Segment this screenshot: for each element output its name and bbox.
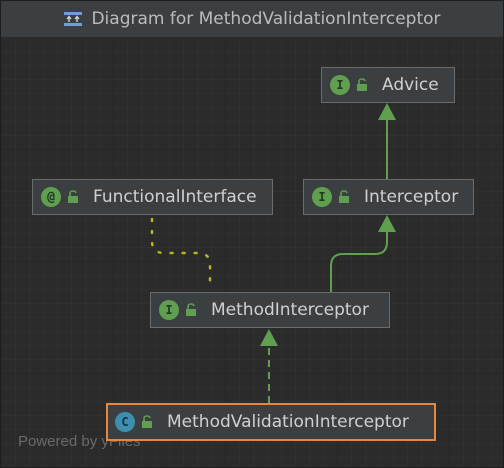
arrowhead-methodinterceptor (260, 329, 278, 346)
edge-annotation-functional (150, 217, 212, 289)
arrowhead-advice (378, 103, 396, 120)
node-label-functional-interface: FunctionalInterface (93, 187, 257, 207)
interface-badge-icon: I (312, 187, 332, 207)
unlock-icon (68, 190, 78, 203)
interface-badge-icon: I (159, 300, 179, 320)
node-label-method-interceptor: MethodInterceptor (211, 300, 369, 320)
node-method-validation-interceptor[interactable]: C MethodValidationInterceptor (106, 403, 436, 441)
node-label-advice: Advice (382, 75, 439, 95)
diagram-icon (64, 12, 83, 26)
title-bar: Diagram for MethodValidationInterceptor (1, 1, 503, 38)
node-advice[interactable]: I Advice (321, 67, 455, 103)
unlock-icon (142, 415, 152, 428)
unlock-icon (339, 190, 349, 203)
edge-methodinterceptor-interceptor (330, 229, 388, 292)
node-interceptor[interactable]: I Interceptor (303, 179, 474, 215)
node-method-interceptor[interactable]: I MethodInterceptor (150, 292, 390, 328)
window-title: Diagram for MethodValidationInterceptor (91, 9, 441, 29)
node-functional-interface[interactable]: @ FunctionalInterface (32, 179, 273, 215)
node-label-method-validation-interceptor: MethodValidationInterceptor (167, 412, 409, 432)
class-badge-icon: C (115, 412, 135, 432)
annotation-badge-icon: @ (41, 187, 61, 207)
unlock-icon (186, 303, 196, 316)
node-label-interceptor: Interceptor (364, 187, 459, 207)
arrowhead-interceptor (378, 215, 396, 232)
interface-badge-icon: I (330, 75, 350, 95)
unlock-icon (357, 78, 367, 91)
